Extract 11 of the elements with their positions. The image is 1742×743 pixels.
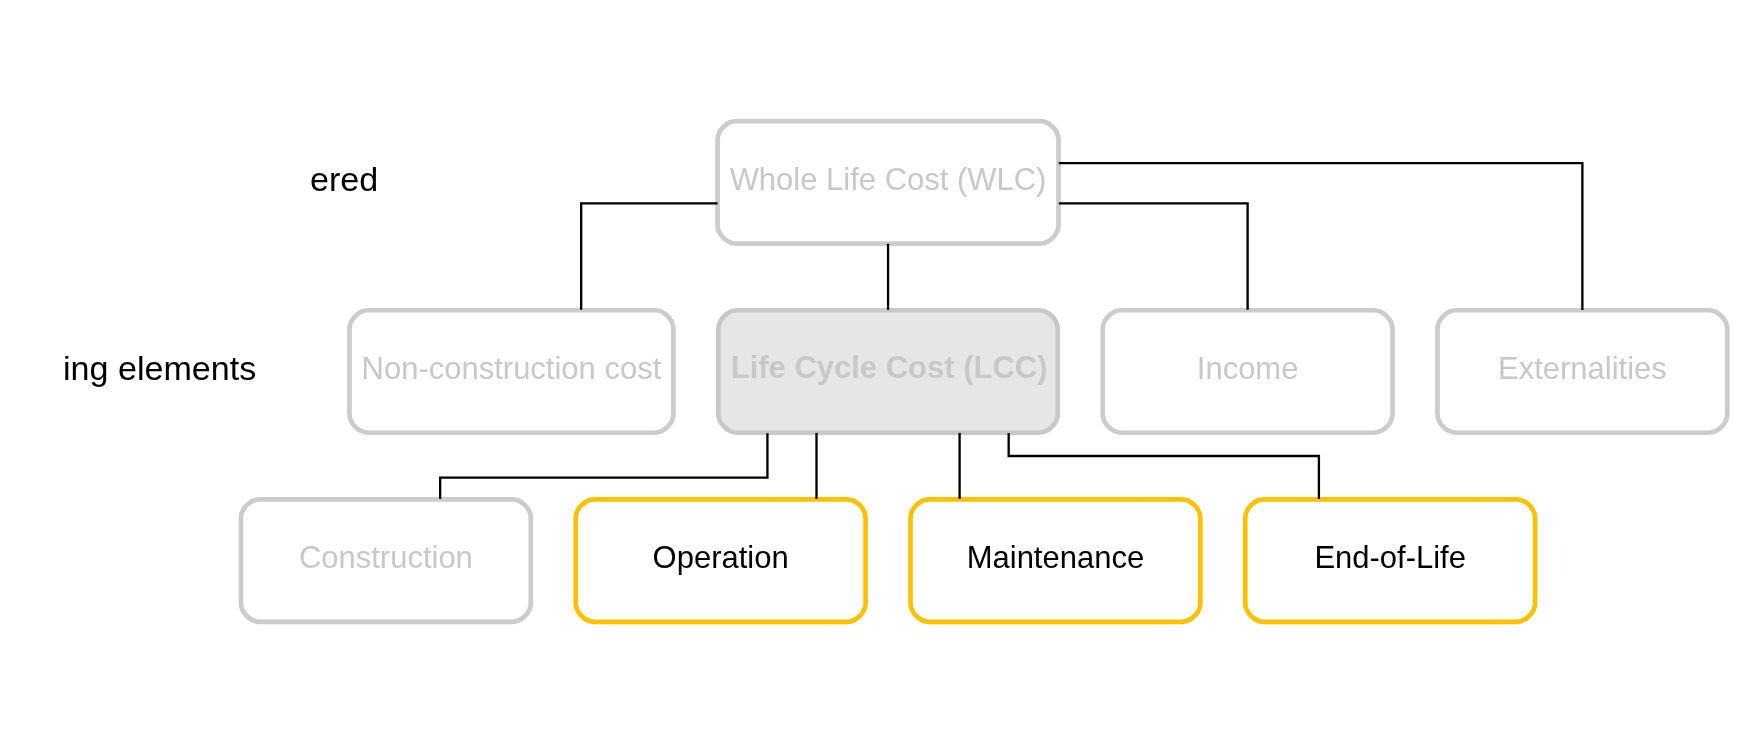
label: ing elements: [63, 349, 257, 388]
connector: [580, 202, 718, 310]
connector: [1058, 161, 1584, 311]
connector: [886, 243, 890, 310]
connector: [958, 432, 961, 499]
label: ered: [309, 160, 379, 199]
connector: [1058, 202, 1249, 310]
node-box: End-of-Life: [1242, 497, 1538, 625]
node-box: Maintenance: [908, 497, 1203, 625]
connector: [815, 432, 818, 499]
node-box: Operation: [573, 497, 868, 625]
